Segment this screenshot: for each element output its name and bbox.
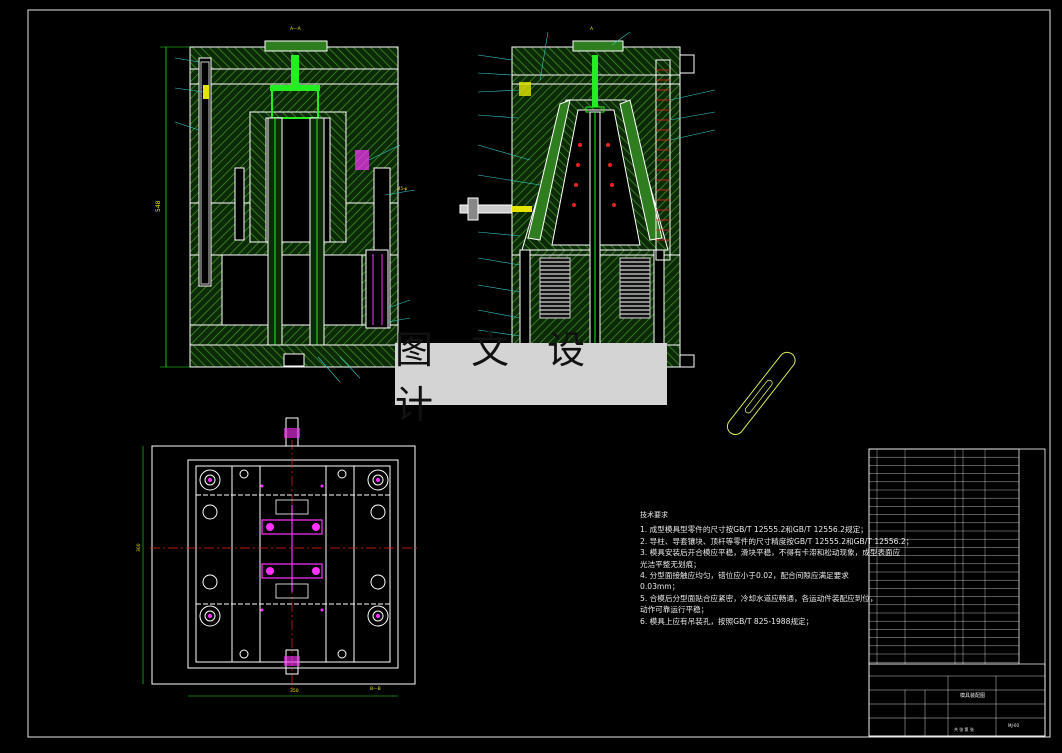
watermark-banner: 图 文 设 计 [395, 328, 667, 427]
dim-height-main: 548 [155, 200, 162, 212]
note-line: 6. 模具上应有吊装孔，按照GB/T 825-1988规定； [640, 616, 814, 626]
side-section-view: A [459, 26, 716, 368]
note-line: 4. 分型面接触应均匀，错位应小于0.02，配合间隙应满足要求 [640, 571, 849, 581]
view-tag: B—B [370, 686, 381, 692]
section-tag-b: A [590, 26, 594, 32]
parts-list-table: 模具装配图 共 张 第 张 MJ-00 [868, 448, 1046, 737]
watermark-text: 图 文 设 计 [395, 328, 599, 427]
note-line: 5. 合模后分型面贴合应紧密，冷却水道应畅通，各运动件装配应到位， [640, 593, 878, 603]
note-line: 3. 模具安装后开合模应平稳，滑块平稳，不得有卡滞和松动现象，成型表面应 [640, 548, 901, 558]
note-line: 光洁平整无划痕； [640, 559, 701, 569]
note-line: 动作可靠运行平稳； [640, 605, 709, 615]
note-tag: 45-φ [398, 186, 408, 191]
note-line: 2. 导柱、导套镶块、顶杆等零件的尺寸精度按GB/T 12555.2和GB/T … [640, 536, 914, 546]
drawing-border [27, 9, 1051, 738]
scale-text: 共 张 第 张 [954, 726, 974, 732]
note-line: 0.03mm； [640, 582, 680, 592]
drawing-no: MJ-00 [1008, 723, 1019, 728]
main-section-view: 548 45-φ A—A [155, 26, 416, 383]
drawing-title: 模具装配图 [960, 692, 985, 699]
dim-width-plan: 350 [290, 688, 299, 694]
section-tag-a: A—A [290, 26, 302, 32]
detail-rod [726, 351, 796, 436]
technical-requirements: 技术要求 1. 成型模具型零件的尺寸按GB/T 12555.2和GB/T 125… [640, 510, 914, 627]
plan-view: 350 300 B—B [136, 417, 418, 697]
note-line: 1. 成型模具型零件的尺寸按GB/T 12555.2和GB/T 12556.2规… [640, 525, 868, 535]
notes-title: 技术要求 [640, 511, 668, 519]
dim-height-plan: 300 [136, 543, 142, 552]
